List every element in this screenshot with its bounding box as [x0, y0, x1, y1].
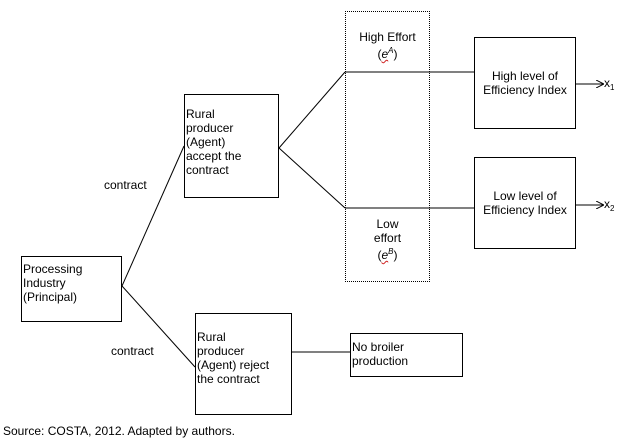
high-effort-symbol-sup: A	[388, 46, 394, 55]
reject-node: Rural producer (Agent) reject the contra…	[195, 313, 292, 415]
no-broiler-node: No broiler production	[350, 333, 463, 377]
high-index-node: High level of Efficiency Index	[474, 37, 576, 129]
high-index-line-1: High level of	[491, 69, 559, 83]
accept-line-5: contract	[186, 163, 229, 177]
high-effort-symbol-base: e	[381, 47, 389, 61]
x1-sub: 1	[610, 83, 615, 92]
high-effort-label: High Effort (eA)	[345, 30, 430, 61]
x1-base: x	[604, 76, 610, 90]
reject-line-3: (Agent) reject	[197, 358, 270, 372]
edge-principal-reject	[121, 285, 196, 368]
principal-line-1: Processing	[23, 262, 83, 276]
high-effort-symbol: (eA)	[377, 46, 398, 61]
effort-dotted-frame	[345, 11, 430, 282]
high-index-line-2: Efficiency Index	[483, 83, 567, 97]
source-caption: Source: COSTA, 2012. Adapted by authors.	[3, 424, 235, 438]
x2-sub: 2	[610, 204, 615, 213]
accept-line-1: Rural	[186, 107, 215, 121]
contract-upper-label: contract	[104, 178, 147, 192]
reject-line-1: Rural	[197, 330, 226, 344]
reject-line-4: the contract	[197, 372, 260, 386]
edge-accept-low	[278, 147, 346, 209]
output-x2: x2	[604, 197, 614, 216]
accept-line-3: (Agent)	[186, 135, 226, 149]
contract-lower-label: contract	[111, 344, 154, 358]
low-effort-symbol-base: e	[381, 248, 389, 262]
low-effort-symbol-sup: B	[388, 247, 394, 256]
low-index-node: Low level of Efficiency Index	[474, 157, 576, 249]
low-index-line-2: Efficiency Index	[483, 203, 567, 217]
edge-principal-accept	[121, 145, 185, 287]
no-broiler-line-2: production	[352, 354, 409, 368]
x2-base: x	[604, 197, 610, 211]
accept-line-2: producer	[186, 121, 234, 135]
reject-line-2: producer	[197, 344, 245, 358]
low-index-line-1: Low level of	[493, 189, 557, 203]
accept-line-4: accept the	[186, 149, 242, 163]
low-effort-line-1: Low	[376, 217, 399, 231]
principal-line-2: Industry	[23, 276, 66, 290]
output-x1: x1	[604, 76, 614, 95]
accept-node: Rural producer (Agent) accept the contra…	[184, 94, 279, 198]
principal-line-3: (Principal)	[23, 290, 78, 304]
edge-accept-high	[278, 71, 346, 149]
low-effort-label: Low effort (eB)	[345, 217, 430, 262]
low-effort-line-2: effort	[373, 231, 402, 245]
principal-node: Processing Industry (Principal)	[21, 256, 122, 322]
no-broiler-line-1: No broiler	[352, 340, 405, 354]
low-effort-symbol: (eB)	[377, 247, 398, 262]
high-effort-text: High Effort	[359, 30, 416, 44]
